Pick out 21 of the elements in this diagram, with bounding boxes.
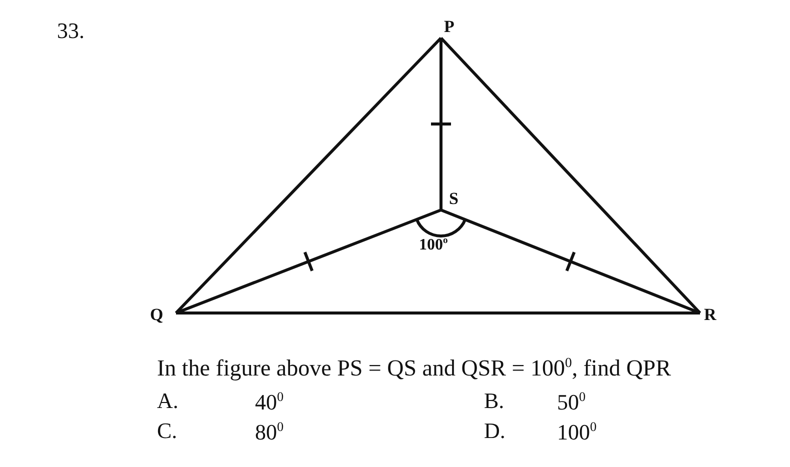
option-value: 80$^{0}$ [255,420,284,444]
line-segment [440,36,702,314]
vertex-label: P [444,18,454,35]
vertex-label: Q [150,306,164,323]
option-letter: C. [157,420,178,442]
option-letter: B. [484,390,504,412]
line-segment [174,36,442,314]
question-text: In the figure above PS = QS and QSR = 100$^{0}$, find QPR [157,356,671,380]
line-segment [175,208,442,314]
option-value: 50$^{0}$ [557,390,586,414]
question-number: 33. [57,20,84,42]
line-segment [440,38,442,210]
angle-label: 100$^{o}$ [419,236,448,254]
line-segment [176,312,700,314]
vertex-label: S [449,190,458,207]
option-value: 100$^{0}$ [557,420,597,444]
vertex-label: R [704,306,716,323]
option-letter: D. [484,420,506,442]
option-letter: A. [157,390,178,412]
line-segment [440,208,701,314]
option-value: 40$^{0}$ [255,390,284,414]
